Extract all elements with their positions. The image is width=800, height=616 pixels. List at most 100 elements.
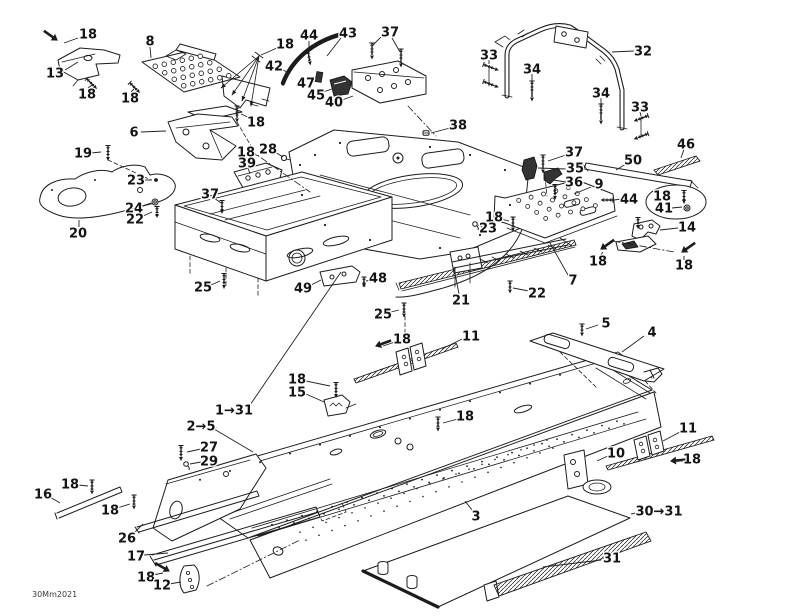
screw-glyph xyxy=(234,105,240,123)
part-strap-42 xyxy=(280,31,345,86)
callout-28: 28 xyxy=(259,143,277,158)
callout-29: 29 xyxy=(200,455,218,470)
leader-26 xyxy=(132,523,144,535)
part-latch-15 xyxy=(323,394,357,417)
tunnel-inner-rails xyxy=(227,478,333,520)
leader-27 xyxy=(186,448,202,453)
callout-2→5: 2→5 xyxy=(187,420,216,435)
leader-18 xyxy=(260,47,278,56)
leader-3 xyxy=(464,500,473,511)
callout-17: 17 xyxy=(127,550,145,565)
leader-25 xyxy=(390,309,400,313)
leader-11 xyxy=(662,431,681,442)
callout-37: 37 xyxy=(201,188,219,203)
screw-glyph xyxy=(633,131,650,140)
callout-18: 18 xyxy=(683,453,701,468)
leader-14 xyxy=(659,227,679,231)
leader-7 xyxy=(549,242,569,276)
callout-13: 13 xyxy=(46,67,64,82)
callout-30→31: 30→31 xyxy=(635,505,682,520)
leader-18 xyxy=(240,113,251,119)
screw-glyph xyxy=(127,80,141,94)
leader-18 xyxy=(599,251,604,257)
leader-37 xyxy=(547,154,567,162)
part-rail-7 xyxy=(449,237,573,274)
callout-46: 46 xyxy=(677,138,695,153)
drawing-watermark: 30Mm2021 xyxy=(32,590,77,599)
callout-20: 20 xyxy=(69,227,87,242)
callout-45: 45 xyxy=(307,89,325,104)
callout-3: 3 xyxy=(471,510,480,525)
arrow-glyph xyxy=(154,561,170,572)
part-spacer-47 xyxy=(314,71,324,83)
part-plate-20 xyxy=(39,164,176,219)
leader-8 xyxy=(149,46,152,59)
reference-lines xyxy=(107,51,675,587)
part-rail-11-left xyxy=(353,342,459,384)
leader-50 xyxy=(615,163,627,171)
leader-33 xyxy=(639,111,642,117)
callout-18: 18 xyxy=(121,92,139,107)
callout-7: 7 xyxy=(568,274,577,289)
part-channel-17 xyxy=(149,506,321,567)
part-bracket-13 xyxy=(57,47,121,87)
callout-12: 12 xyxy=(153,579,171,594)
leader-29 xyxy=(189,461,202,465)
screw-glyph xyxy=(178,445,184,461)
leader-16 xyxy=(49,496,61,504)
leader-30→31 xyxy=(630,511,642,515)
leader-1→31 xyxy=(249,271,342,406)
leader-38 xyxy=(430,127,451,134)
callout-18: 18 xyxy=(78,88,96,103)
callout-4: 4 xyxy=(647,326,656,341)
leader-18 xyxy=(77,484,89,487)
leader-12 xyxy=(168,581,182,585)
screw-glyph xyxy=(154,206,160,218)
callout-18: 18 xyxy=(393,333,411,348)
callout-14: 14 xyxy=(678,221,696,236)
part-rail-26 xyxy=(134,490,260,534)
leader-19 xyxy=(90,151,102,154)
callout-48: 48 xyxy=(369,272,387,287)
leader-9 xyxy=(573,186,592,195)
screw-glyph xyxy=(131,494,137,510)
leader-24 xyxy=(141,202,152,207)
arrow-glyph xyxy=(43,29,58,41)
leader-37 xyxy=(213,197,222,204)
callout-19: 19 xyxy=(74,147,92,162)
callout-18: 18 xyxy=(247,116,265,131)
leader-18 xyxy=(500,218,510,222)
detail-balloon xyxy=(645,184,707,220)
callout-18: 18 xyxy=(61,478,79,493)
leader-40 xyxy=(341,95,354,101)
callout-50: 50 xyxy=(624,154,642,169)
part-plate-40 xyxy=(351,60,427,104)
part-bracket-36 xyxy=(543,167,563,185)
generated-hole-patterns xyxy=(152,53,625,541)
callout-25: 25 xyxy=(194,281,212,296)
leader-11 xyxy=(441,338,463,350)
part-strip-46 xyxy=(653,155,701,176)
screw-glyph xyxy=(507,280,513,294)
screw-glyph xyxy=(398,48,404,68)
callout-6: 6 xyxy=(129,126,138,141)
callout-16: 16 xyxy=(34,488,52,503)
leader-18 xyxy=(116,503,131,509)
clip-glyph xyxy=(183,461,190,471)
leader-18 xyxy=(130,88,135,93)
leader-37 xyxy=(372,35,383,46)
callout-25: 25 xyxy=(374,308,392,323)
screw-glyph xyxy=(219,200,225,214)
callout-37: 37 xyxy=(381,26,399,41)
callout-18: 18 xyxy=(653,190,671,205)
plate-feet xyxy=(377,561,418,589)
part-heat-shield-8 xyxy=(141,43,271,109)
callout-23: 23 xyxy=(127,174,145,189)
leader-10 xyxy=(596,455,609,462)
callout-18: 18 xyxy=(79,28,97,43)
leader-46 xyxy=(680,148,685,159)
part-rail-16 xyxy=(54,486,123,520)
part-plate-49 xyxy=(319,265,361,287)
callout-35: 35 xyxy=(566,162,584,177)
callout-33: 33 xyxy=(631,101,649,116)
